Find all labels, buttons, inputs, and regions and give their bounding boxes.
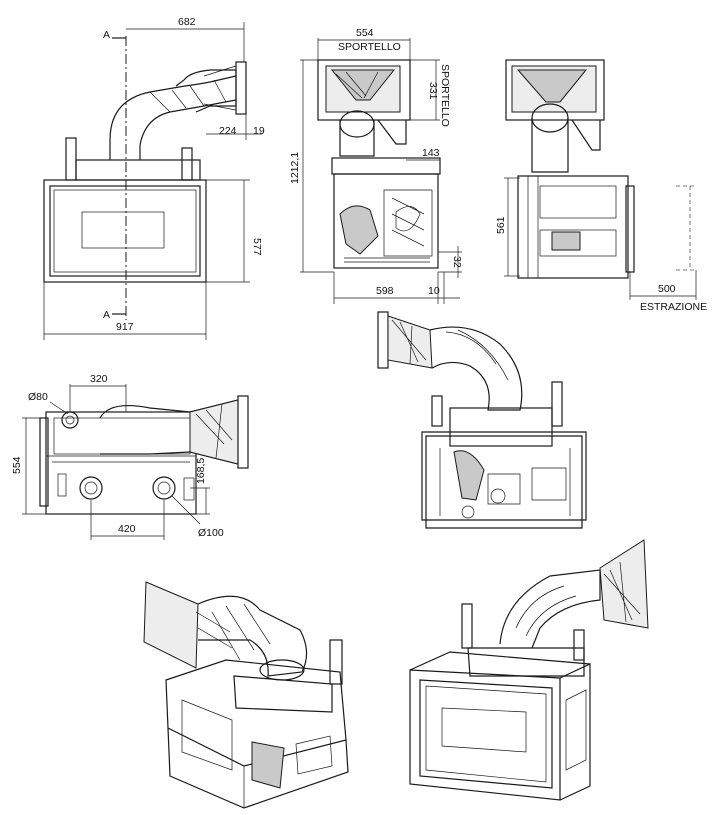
isometric-front-view <box>409 539 649 801</box>
section-marker-top: A <box>103 29 110 41</box>
side-view: 554 SPORTELLO 331 SPORTELLO 1212,1 143 3… <box>289 27 463 304</box>
top-view: 320 Ø80 554 168,5 420 Ø100 <box>11 373 249 540</box>
dim-diameter-small: Ø80 <box>28 391 48 403</box>
dim-flue-offset: 143 <box>422 147 440 159</box>
front-view: A A 682 224 19 577 917 <box>43 16 265 340</box>
dim-base-height: 32 <box>451 256 463 268</box>
label-extraction: ESTRAZIONE <box>640 301 707 313</box>
label-sportello-top: SPORTELLO <box>338 41 401 53</box>
dim-total-height: 1212,1 <box>289 152 301 184</box>
dim-sportello-width: 554 <box>356 27 374 39</box>
label-sportello-side: SPORTELLO <box>439 64 451 127</box>
dim-spacing: 420 <box>118 523 136 535</box>
dim-width-top: 682 <box>178 16 196 28</box>
isometric-side-view <box>143 581 349 809</box>
dim-outlet-height: 168,5 <box>195 458 207 484</box>
dim-depth-small: 10 <box>428 285 440 297</box>
dim-width-total: 917 <box>116 321 134 333</box>
dim-sportello-height: 331 <box>427 82 439 100</box>
dim-top-depth: 554 <box>11 456 23 474</box>
isometric-back-view <box>377 311 587 529</box>
dim-offset-right: 224 <box>219 125 237 137</box>
dim-diameter-large: Ø100 <box>198 527 224 539</box>
dim-offset-top: 320 <box>90 373 108 385</box>
dim-offset-small: 19 <box>253 125 265 137</box>
rear-view: 561 500 ESTRAZIONE <box>495 59 707 313</box>
section-marker-bottom: A <box>103 309 110 321</box>
dim-depth: 598 <box>376 285 394 297</box>
dim-extraction: 500 <box>658 283 676 295</box>
dim-rear-height: 561 <box>495 216 507 234</box>
dim-height: 577 <box>251 238 263 256</box>
